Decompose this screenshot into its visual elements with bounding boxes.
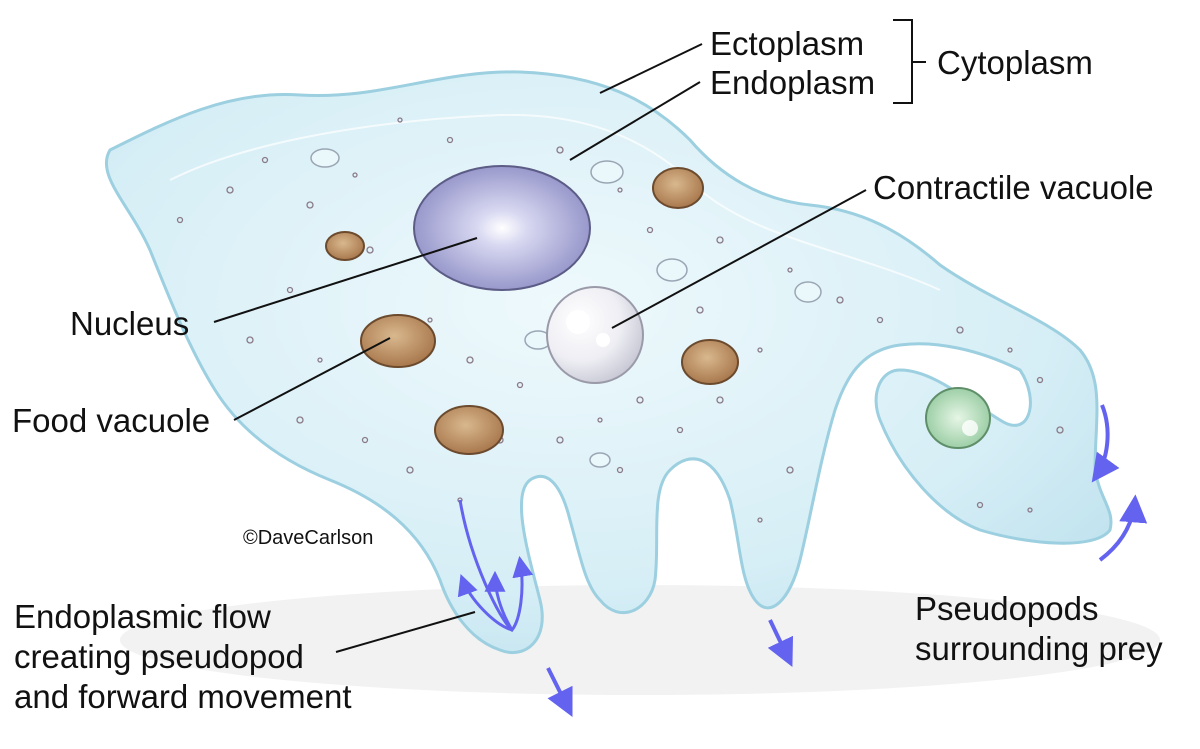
cytoplasm-label: Cytoplasm <box>937 44 1093 82</box>
food-vacuole-label: Food vacuole <box>12 402 210 440</box>
prey-highlight <box>962 420 978 436</box>
pseudopods-label-line-2: surrounding prey <box>915 630 1163 668</box>
cytoplasm-bracket <box>893 20 926 103</box>
flow-label-line-3: and forward movement <box>14 678 352 716</box>
contractile-vacuole-highlight <box>596 333 610 347</box>
flow-label-line-2: creating pseudopod <box>14 638 304 676</box>
food-vacuole <box>653 168 703 208</box>
ectoplasm-leader <box>600 44 702 93</box>
endoplasm-label: Endoplasm <box>710 64 875 102</box>
food-vacuole <box>326 232 364 260</box>
contractile-vacuole <box>547 287 643 383</box>
contractile-vacuole-highlight <box>566 310 590 334</box>
flow-label-line-1: Endoplasmic flow <box>14 598 271 636</box>
nucleus-label: Nucleus <box>70 305 189 343</box>
nucleus <box>414 166 590 290</box>
food-vacuole <box>435 406 503 454</box>
prey-organism <box>926 388 990 448</box>
pseudopods-label-line-1: Pseudopods <box>915 590 1098 628</box>
food-vacuole <box>682 340 738 384</box>
ectoplasm-label: Ectoplasm <box>710 25 864 63</box>
copyright-credit: ©DaveCarlson <box>243 527 373 550</box>
contractile-vacuole-label: Contractile vacuole <box>873 169 1154 207</box>
food-vacuole <box>361 315 435 367</box>
